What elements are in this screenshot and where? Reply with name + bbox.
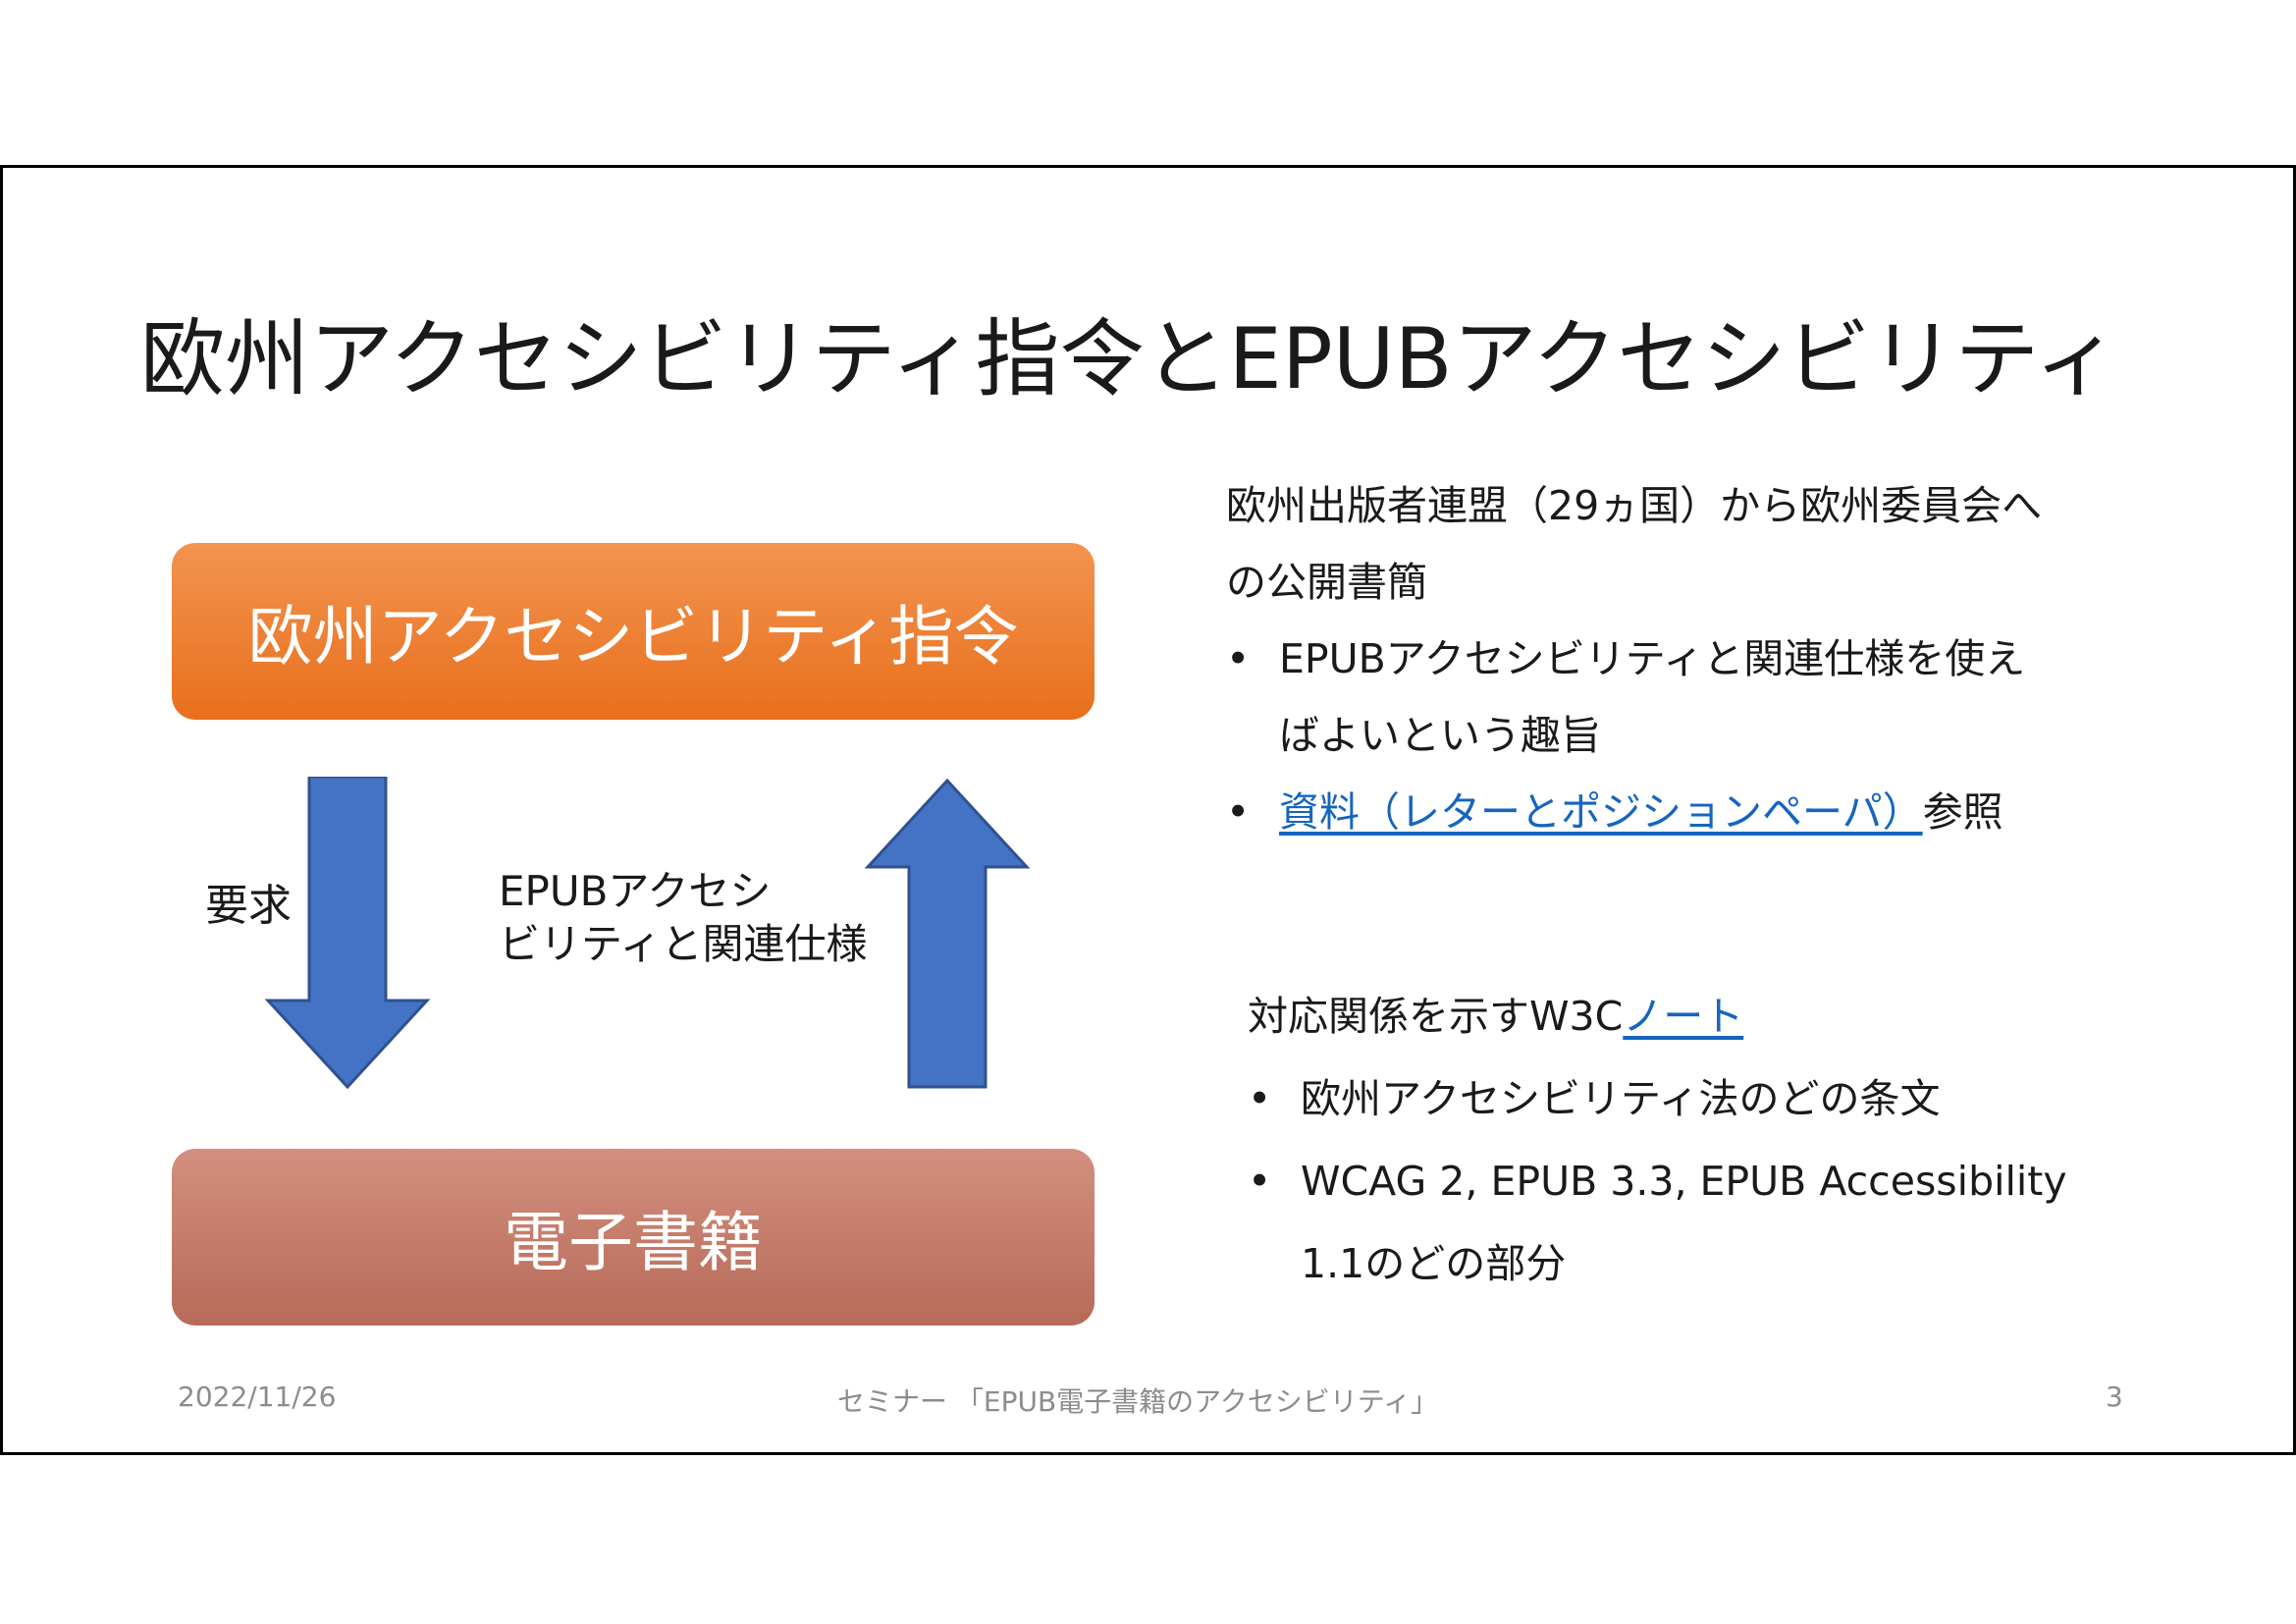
list-item-line1: WCAG 2, EPUB 3.3, EPUB Accessibility [1301,1158,2067,1205]
up-arrow-icon [864,778,1031,1089]
footer-date: 2022/11/26 [178,1380,337,1413]
slide: 欧州アクセシビリティ指令とEPUBアクセシビリティ 欧州アクセシビリティ指令 要… [0,165,2296,1455]
list-item-line1: EPUBアクセシビリティと関連仕様を使え [1279,635,2026,682]
page-number: 3 [2106,1380,2123,1413]
eu-directive-label: 欧州アクセシビリティ指令 [247,599,1019,675]
w3c-note-lead: 対応関係を示すW3Cノート [1248,975,2131,1057]
list-item: WCAG 2, EPUB 3.3, EPUB Accessibility 1.1… [1248,1140,2131,1305]
epub-specs-label: EPUBアクセシ ビリティと関連仕様 [499,865,867,971]
eu-directive-box: 欧州アクセシビリティ指令 [172,543,1095,720]
slide-title: 欧州アクセシビリティ指令とEPUBアクセシビリティ [140,310,2119,408]
materials-suffix: 参照 [1922,788,2003,836]
list-item: 資料（レターとポジションペーパ）参照 [1226,774,2109,850]
publisher-letter-block: 欧州出版者連盟（29ヵ国）から欧州委員会へ の公開書簡 EPUBアクセシビリティ… [1226,467,2109,850]
w3c-note-list: 欧州アクセシビリティ法のどの条文 WCAG 2, EPUB 3.3, EPUB … [1248,1057,2131,1305]
publisher-letter-line2: の公開書簡 [1226,559,1427,606]
footer-title: セミナー 「EPUB電子書籍のアクセシビリティ」 [837,1385,1439,1418]
epub-specs-label-line2: ビリティと関連仕様 [499,920,868,968]
list-item-line2: ばよいという趣旨 [1279,712,1601,759]
publisher-letter-line1: 欧州出版者連盟（29ヵ国）から欧州委員会へ [1226,482,2043,529]
list-item-text: 欧州アクセシビリティ法のどの条文 [1301,1075,1941,1122]
epub-specs-label-line1: EPUBアクセシ [499,867,772,915]
w3c-note-block: 対応関係を示すW3Cノート 欧州アクセシビリティ法のどの条文 WCAG 2, E… [1248,975,2131,1305]
list-item-line2: 1.1のどの部分 [1301,1240,1567,1287]
publisher-letter-list: EPUBアクセシビリティと関連仕様を使え ばよいという趣旨 資料（レターとポジシ… [1226,621,2109,850]
ebook-label: 電子書籍 [504,1205,763,1280]
ebook-box: 電子書籍 [172,1149,1095,1326]
w3c-note-lead-text: 対応関係を示すW3C [1248,993,1624,1040]
down-arrow-icon [264,777,431,1090]
materials-link[interactable]: 資料（レターとポジションペーパ） [1279,788,1923,836]
request-label: 要求 [205,881,292,931]
list-item: EPUBアクセシビリティと関連仕様を使え ばよいという趣旨 [1226,621,2109,774]
list-item: 欧州アクセシビリティ法のどの条文 [1248,1057,2131,1140]
w3c-note-link[interactable]: ノート [1623,993,1744,1040]
